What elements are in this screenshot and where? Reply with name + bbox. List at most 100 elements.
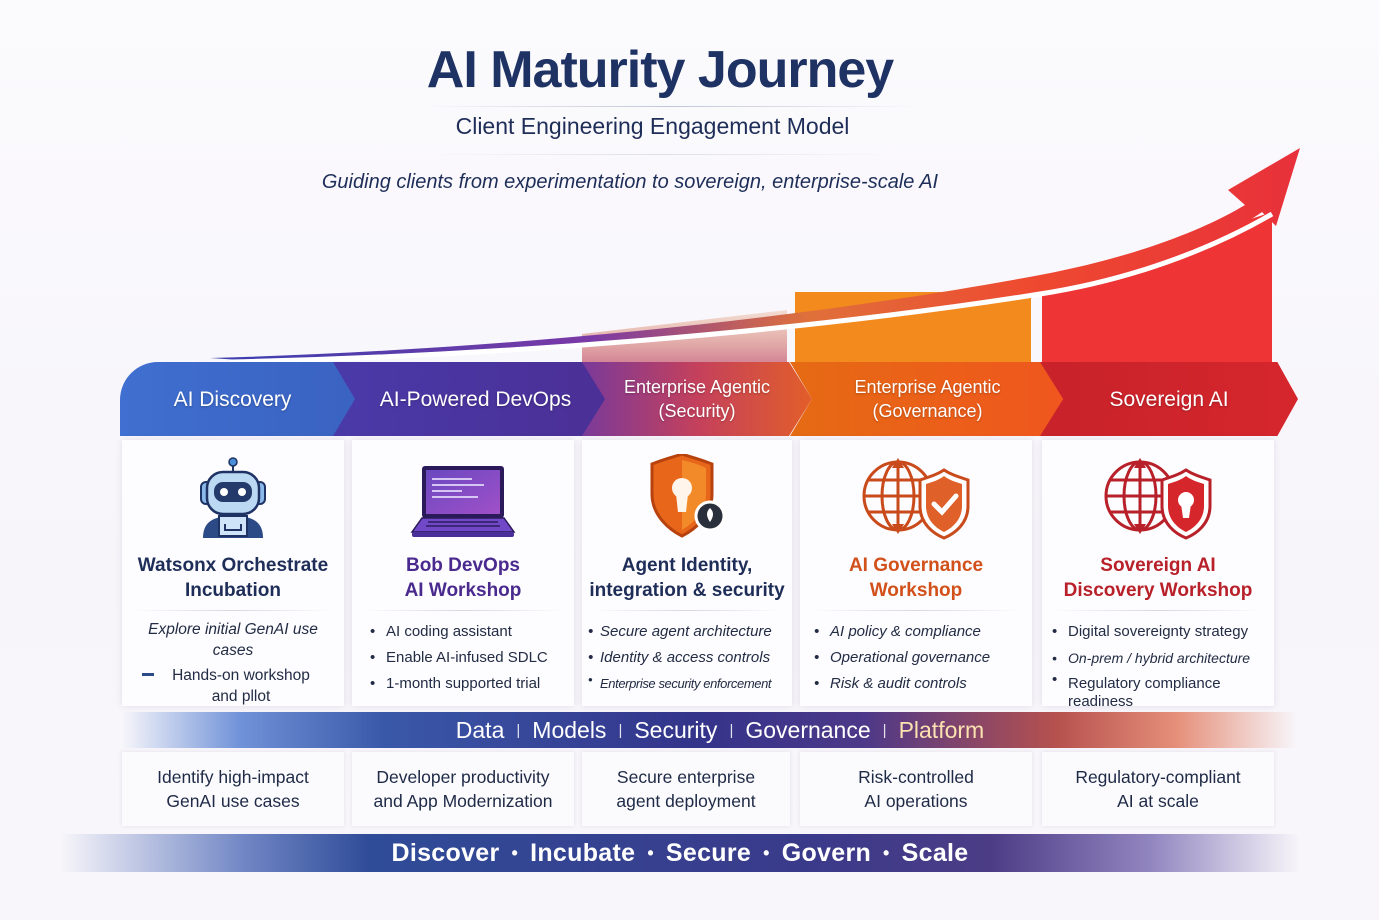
stage-ai-discovery: AI Discovery xyxy=(120,362,365,436)
page-subtitle: Client Engineering Engagement Model xyxy=(455,113,850,139)
outcome-line: Regulatory-compliant xyxy=(1075,767,1241,787)
separator: | xyxy=(882,721,887,739)
card-title: Sovereign AI Discovery Workshop xyxy=(1042,550,1274,606)
bullet-separator: • xyxy=(647,842,654,863)
dash-icon xyxy=(142,673,154,676)
outcome-line: Secure enterprise xyxy=(616,767,756,787)
bullet-separator: • xyxy=(763,842,770,863)
card-bullet: Identity & access controls xyxy=(588,645,790,671)
stage-label: Enterprise Agentic xyxy=(623,377,771,397)
card-bullet: On-prem / hybrid architecture xyxy=(1052,645,1268,671)
phase-govern: Govern xyxy=(781,838,872,867)
separator: | xyxy=(618,721,623,739)
card-title-line: Bob DevOps xyxy=(405,555,520,576)
card-bullet-list: AI policy & compliance Operational gover… xyxy=(800,619,1032,697)
robot-icon xyxy=(122,440,344,540)
phase-incubate: Incubate xyxy=(530,838,636,867)
bullet-separator: • xyxy=(511,842,519,863)
stage-ai-powered-devops: AI-Powered DevOps xyxy=(333,362,608,436)
title-divider xyxy=(420,106,920,107)
card-title: Agent Identity,integration & security xyxy=(582,550,792,606)
pillar-platform: Platform xyxy=(898,716,985,743)
outcome-cell: Secure enterprise agent deployment xyxy=(582,752,790,826)
card-bullet-list: Secure agent architecture Identity & acc… xyxy=(582,619,792,693)
card-divider xyxy=(362,610,564,611)
phase-secure: Secure xyxy=(665,838,752,867)
pillars-bar: Data | Models | Security | Governance | … xyxy=(120,712,1320,748)
card-bullet-list: AI coding assistant Enable AI-infused SD… xyxy=(352,619,574,697)
growth-arrow-highlight xyxy=(229,211,1274,365)
subtitle-divider xyxy=(420,154,900,155)
card-intro: Explore initial GenAI use cases xyxy=(148,621,318,659)
laptop-icon xyxy=(352,440,574,540)
outcome-cell: Developer productivity and App Modernizat… xyxy=(352,752,574,826)
card-title-line: AI Workshop xyxy=(404,580,522,601)
card-agent-identity: Agent Identity,integration & security Se… xyxy=(582,440,792,706)
card-bullet: Digital sovereignty strategy xyxy=(1052,619,1268,645)
globe-shield-check-icon xyxy=(800,440,1032,540)
separator: | xyxy=(729,721,734,739)
stage-label: Enterprise Agentic xyxy=(854,377,1001,397)
card-bullet: Enterprise security enforcement xyxy=(588,671,790,693)
stage-label: Sovereign AI xyxy=(1109,387,1229,411)
card-bullet: AI coding assistant xyxy=(370,619,568,645)
stage-label: AI Discovery xyxy=(173,387,292,411)
card-bob-devops: Bob DevOps AI Workshop AI coding assistan… xyxy=(352,440,574,706)
outcome-cell: Regulatory-compliant AI at scale xyxy=(1042,752,1274,826)
card-title-line: Sovereign AI xyxy=(1100,555,1216,576)
separator: | xyxy=(516,721,521,739)
phase-scale: Scale xyxy=(901,838,969,867)
stage-sovereign-ai: Sovereign AI xyxy=(1040,362,1298,436)
card-title-line: AI Governance xyxy=(848,555,984,576)
card-bullet: Secure agent architecture xyxy=(588,619,790,645)
bullet-separator: • xyxy=(883,842,890,863)
phases-bar: Discover • Incubate • Secure • Govern • … xyxy=(60,834,1300,872)
growth-bar-sovereign xyxy=(1042,212,1272,364)
outcome-line: Identify high-impact xyxy=(157,767,309,787)
card-title-line: Watsonx Orchestrate xyxy=(137,555,329,576)
pillar-data: Data xyxy=(455,716,505,743)
card-bullet-text: Hands-on workshop and pllot xyxy=(172,667,310,705)
card-bullet: Hands-on workshop and pllot xyxy=(122,661,344,706)
stage-label: AI-Powered DevOps xyxy=(379,387,572,411)
card-bullet: Regulatory compliance readiness xyxy=(1052,671,1268,706)
outcome-line: and App Modernization xyxy=(373,791,553,811)
stage-label-sub: (Governance) xyxy=(872,401,983,421)
pillar-security: Security xyxy=(634,716,718,743)
card-title-line: Discovery Workshop xyxy=(1063,580,1253,601)
tagline: Guiding clients from experimentation to … xyxy=(321,171,939,193)
growth-arrow-graphic xyxy=(210,148,1300,365)
globe-shield-lock-icon xyxy=(1042,440,1274,540)
card-sovereign-ai-workshop: Sovereign AI Discovery Workshop Digital s… xyxy=(1042,440,1274,706)
card-title-line: Incubation xyxy=(184,580,282,601)
card-divider xyxy=(810,610,1022,611)
card-divider xyxy=(132,610,334,611)
stage-enterprise-agentic-governance: Enterprise Agentic (Governance) xyxy=(790,362,1065,436)
card-bullet: Enable AI-infused SDLC xyxy=(370,645,568,671)
outcome-line: agent deployment xyxy=(616,791,756,811)
pillar-governance: Governance xyxy=(745,716,871,743)
card-title: Bob DevOps AI Workshop xyxy=(352,550,574,606)
card-title-line: Agent Identity, xyxy=(621,555,753,576)
outcome-line: Developer productivity xyxy=(376,767,550,787)
pillar-models: Models xyxy=(532,716,607,743)
phase-discover: Discover xyxy=(391,838,500,867)
card-bullet-list: Digital sovereignty strategy On-prem / h… xyxy=(1042,619,1274,706)
shield-keyhole-icon xyxy=(582,440,792,540)
stage-label-sub: (Security) xyxy=(658,401,736,421)
outcome-line: AI at scale xyxy=(1117,791,1199,811)
card-divider xyxy=(1052,610,1264,611)
card-divider xyxy=(592,610,782,611)
page-title: AI Maturity Journey xyxy=(426,41,894,99)
card-bullet: Operational governance xyxy=(814,645,1026,671)
outcome-line: GenAI use cases xyxy=(166,791,300,811)
card-bullet: AI policy & compliance xyxy=(814,619,1026,645)
card-bullet: 1-month supported trial xyxy=(370,671,568,697)
outcome-line: Risk-controlled xyxy=(858,767,974,787)
